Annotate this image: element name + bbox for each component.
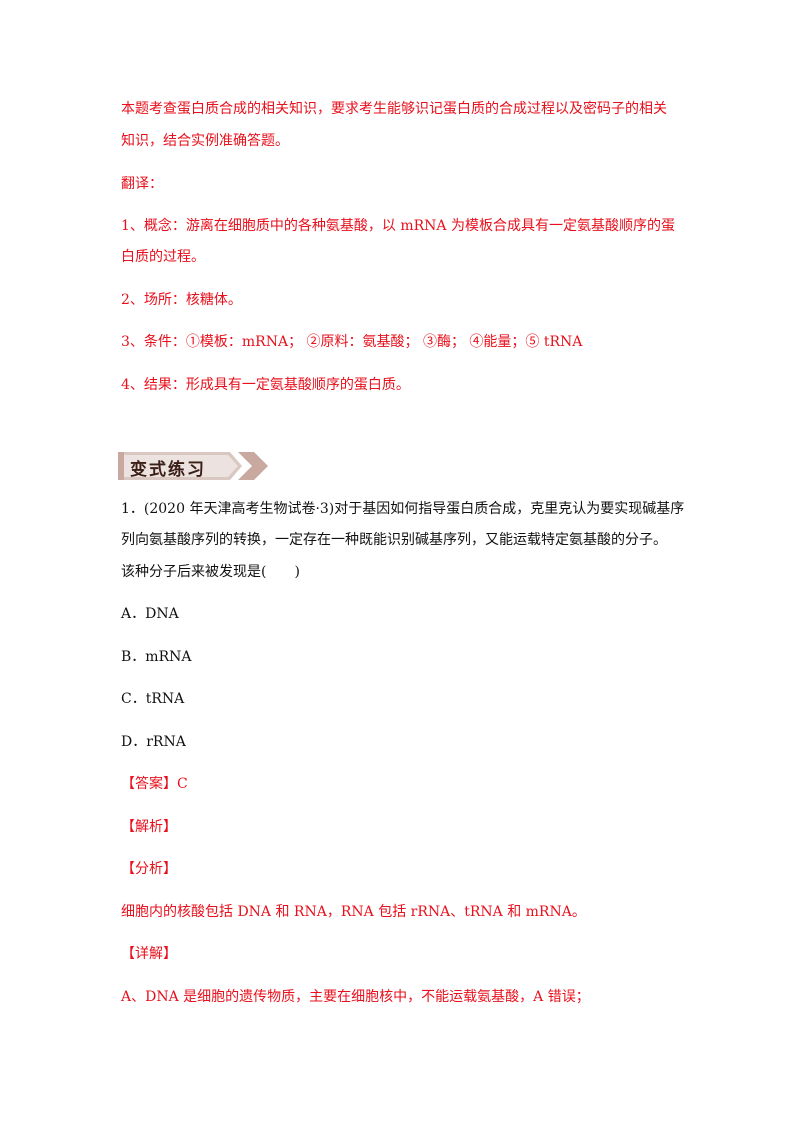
option-d: D．rRNA: [121, 734, 186, 750]
translation-item-4: 4、结果：形成具有一定氨基酸顺序的蛋白质。: [121, 377, 410, 393]
answer-label: 【答案】C: [121, 776, 188, 792]
option-c: C．tRNA: [121, 691, 185, 707]
translation-item-1-line-2: 白质的过程。: [121, 249, 205, 265]
translation-item-2: 2、场所：核糖体。: [121, 292, 242, 308]
question-line-3: 该种分子后来被发现是( ): [121, 564, 300, 580]
translation-heading: 翻译：: [121, 176, 163, 192]
intro-line-1: 本题考查蛋白质合成的相关知识，要求考生能够识记蛋白质的合成过程以及密码子的相关: [121, 101, 667, 117]
jiexi-label: 【解析】: [121, 819, 177, 835]
translation-item-3: 3、条件：①模板：mRNA； ②原料：氨基酸； ③酶； ④能量；⑤ tRNA: [121, 334, 583, 350]
option-b: B．mRNA: [121, 649, 192, 665]
fenxi-label: 【分析】: [121, 861, 177, 877]
option-a: A．DNA: [121, 606, 179, 622]
xiangjie-label: 【详解】: [121, 946, 177, 962]
fenxi-text: 细胞内的核酸包括 DNA 和 RNA，RNA 包括 rRNA、tRNA 和 mR…: [121, 904, 586, 920]
section-banner: 变式练习: [118, 448, 274, 484]
xiangjie-option-a: A、DNA 是细胞的遗传物质，主要在细胞核中，不能运载氨基酸，A 错误；: [121, 989, 590, 1005]
banner-arrow-icon: [118, 452, 268, 480]
question-line-2: 列向氨基酸序列的转换，一定存在一种既能识别碱基序列，又能运载特定氨基酸的分子。: [121, 532, 667, 548]
intro-line-2: 知识，结合实例准确答题。: [121, 133, 289, 149]
banner-label: 变式练习: [130, 460, 206, 480]
translation-item-1-line-1: 1、概念：游离在细胞质中的各种氨基酸，以 mRNA 为模板合成具有一定氨基酸顺序…: [121, 218, 675, 234]
question-line-1: 1．(2020 年天津高考生物试卷·3)对于基因如何指导蛋白质合成，克里克认为要…: [121, 501, 685, 517]
